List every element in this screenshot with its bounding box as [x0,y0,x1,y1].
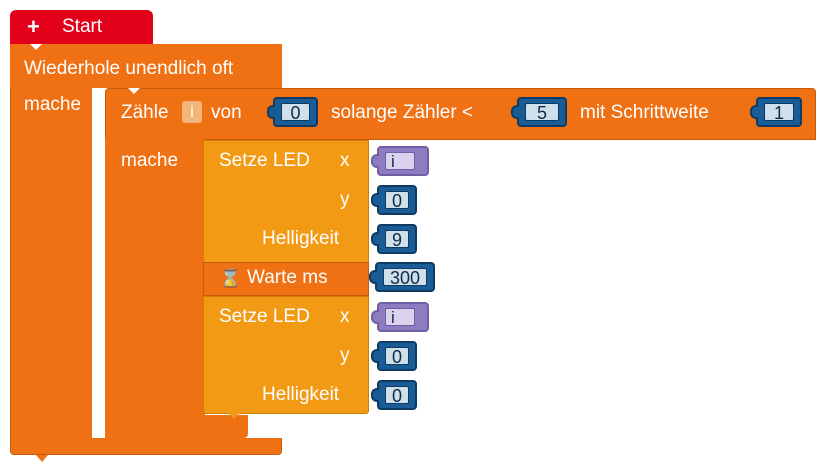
count-top-notch [128,88,140,94]
forever-top-notch [30,44,42,50]
set-led-1-x-value[interactable]: i [385,152,415,171]
set-led-1-label: Setze LED [219,150,310,171]
count-loop-block[interactable] [105,88,816,140]
count-to-value[interactable]: 5 [525,103,559,122]
set-led-1-y-label: y [340,189,350,210]
forever-header [10,44,282,88]
count-from-value[interactable]: 0 [281,103,310,122]
count-step-slot[interactable]: 1 [750,97,802,127]
forever-do-label: mache [24,94,82,115]
dropdown-caret-icon[interactable]: ▼ [414,151,424,162]
count-to-slot[interactable]: 5 [511,97,567,127]
set-led-2-brightness-value[interactable]: 0 [385,386,409,405]
set-led-1-brightness-slot[interactable]: 9 [371,224,417,254]
count-variable-badge[interactable]: i [182,101,202,123]
set-led-1-brightness-label: Helligkeit [262,228,340,249]
set-led-1-y-value[interactable]: 0 [385,191,409,210]
set-led-2-x-variable[interactable]: i ▼ [371,302,429,332]
set-led-2-x-value[interactable]: i [385,308,415,327]
set-led-2-brightness-slot[interactable]: 0 [371,380,417,410]
count-do-label: mache [121,150,179,171]
set-led-1-x-label: x [340,150,350,171]
set-led-1-y-slot[interactable]: 0 [371,185,417,215]
dropdown-caret-icon[interactable]: ▼ [414,307,424,318]
wait-value[interactable]: 300 [383,268,427,287]
set-led-2-y-label: y [340,345,350,366]
set-led-2-x-label: x [340,306,350,327]
set-led-2-label: Setze LED [219,306,310,327]
count-from-slot[interactable]: 0 [267,97,318,127]
wait-label: Warte ms [247,267,328,288]
start-label: Start [62,16,103,37]
count-loop-side [105,138,205,438]
count-step-label: mit Schrittweite [580,102,709,123]
set-led-2-y-value[interactable]: 0 [385,347,409,366]
forever-bottom-notch [36,455,48,462]
set-led-2-brightness-label: Helligkeit [262,384,340,405]
wait-block[interactable] [203,262,369,296]
count-loop-bottom [105,415,248,438]
forever-title: Wiederhole unendlich oft [24,58,234,79]
set-led-block-1[interactable] [203,140,369,263]
start-block[interactable]: + Start [10,10,153,44]
count-label: Zähle [121,102,169,123]
set-led-1-x-variable[interactable]: i ▼ [371,146,429,176]
plus-icon: + [27,14,40,39]
hourglass-icon: ⌛ [219,268,242,288]
set-led-2-bottom-notch [228,413,240,419]
set-led-2-y-slot[interactable]: 0 [371,341,417,371]
count-bottom-notch [130,438,142,444]
set-led-1-brightness-value[interactable]: 9 [385,230,409,249]
count-step-value[interactable]: 1 [764,103,794,122]
wait-slot[interactable]: 300 [369,262,435,292]
count-while-label: solange Zähler < [331,102,474,123]
count-from-label: von [211,102,242,123]
set-led-block-2[interactable] [203,296,369,414]
